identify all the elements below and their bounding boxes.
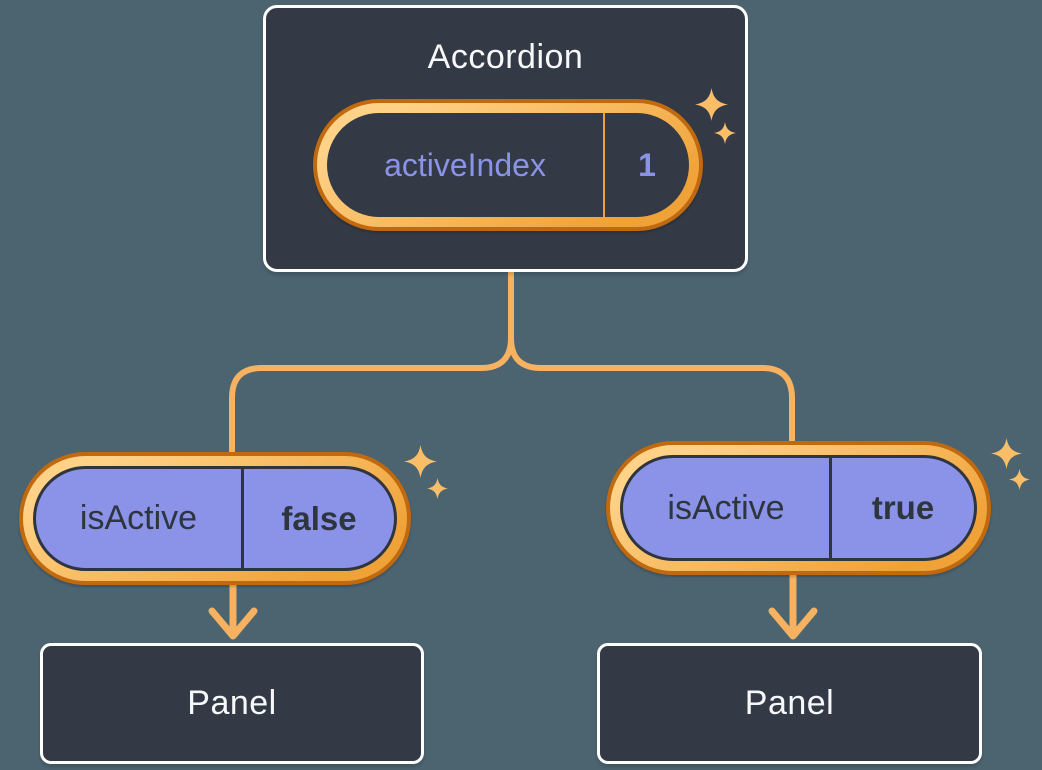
state-name-label: activeIndex (384, 146, 546, 183)
prop-pill-right-body: isActive true (620, 455, 977, 561)
sparkle-icon (991, 438, 1030, 490)
prop-name-label: isActive (667, 488, 785, 527)
sparkle-icon (404, 445, 448, 499)
panel-box-left: Panel (40, 643, 424, 764)
state-pill-divider (603, 113, 605, 217)
sparkle-icon (695, 88, 736, 144)
state-pill-body: activeIndex 1 (327, 113, 689, 217)
state-value-label: 1 (638, 146, 656, 183)
connector-trunk-right-branch (508, 271, 795, 452)
left-arrowhead-icon (208, 607, 258, 640)
prop-pill-left: isActive false (19, 452, 411, 585)
prop-value-label: true (871, 489, 935, 526)
prop-value-label: false (281, 499, 357, 537)
prop-pill-left-body: isActive false (33, 466, 397, 571)
prop-pill-divider (241, 469, 244, 568)
panel-label: Panel (744, 684, 835, 722)
panel-label: Panel (187, 684, 277, 722)
accordion-title: Accordion (427, 38, 584, 76)
state-pill: activeIndex 1 (313, 99, 703, 231)
prop-name-label: isActive (79, 499, 198, 537)
prop-pill-divider (829, 458, 832, 558)
connector-trunk-left-branch (229, 271, 514, 460)
prop-pill-right: isActive true (606, 441, 991, 575)
right-arrowhead-icon (768, 607, 818, 640)
panel-box-right: Panel (597, 643, 982, 764)
